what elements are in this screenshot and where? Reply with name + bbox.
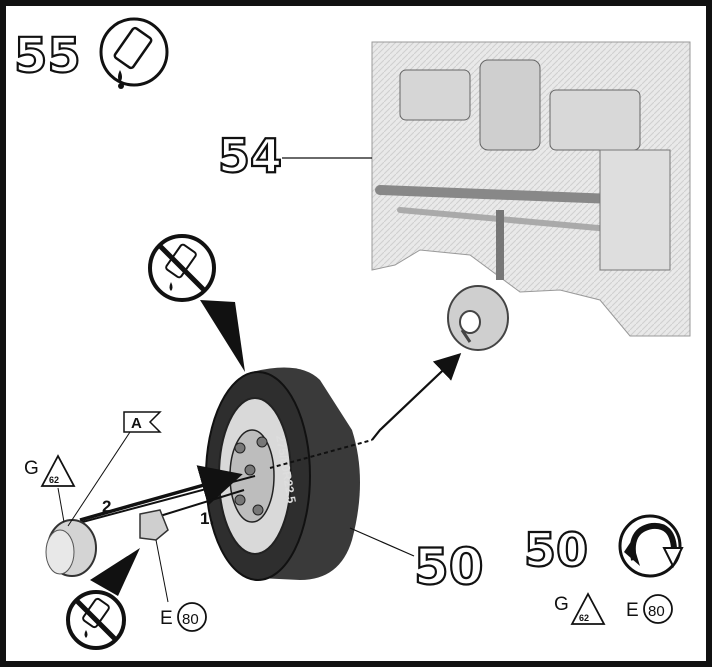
rotate-tighten-icon <box>618 514 684 578</box>
grease-tube-icon <box>99 17 169 89</box>
wheel-leader-line <box>349 527 415 557</box>
arrow-step-1-line <box>159 489 245 517</box>
svg-text:G: G <box>24 458 39 479</box>
detail-box-a: A <box>67 411 162 527</box>
e80-leader <box>155 539 169 603</box>
detail-leader <box>67 431 131 527</box>
svg-text:E: E <box>160 608 173 629</box>
bottom-ref-e80: E 80 <box>626 594 673 624</box>
wheel-callout: 50 <box>414 538 484 596</box>
svg-text:E: E <box>626 600 639 621</box>
lubricant-ref-g62: G 62 <box>24 454 76 523</box>
g62-leader <box>57 487 65 523</box>
svg-text:80: 80 <box>182 611 199 628</box>
wheel: 275/80R22.5 <box>205 367 360 581</box>
svg-text:62: 62 <box>579 613 589 623</box>
no-grease-icon-bottom <box>66 548 140 650</box>
svg-text:G: G <box>554 594 569 615</box>
arrow-step-2 <box>79 465 243 522</box>
hub-nut <box>139 509 169 541</box>
engine-block <box>371 41 691 351</box>
arrow-to-hub <box>371 352 462 441</box>
sequence-label-2: 2. <box>102 497 116 516</box>
svg-text:62: 62 <box>49 475 59 485</box>
engine-callout: 54 <box>218 129 282 183</box>
step-number: 55 <box>14 28 81 84</box>
sequence-label-1: 1. <box>200 509 214 528</box>
bottom-ref-g62: G 62 <box>554 592 606 625</box>
axis-dashed <box>269 439 373 469</box>
lubricant-ref-e80: E 80 <box>155 539 207 632</box>
tightening-ref-number: 50 <box>524 523 588 577</box>
svg-text:A: A <box>131 415 142 432</box>
no-grease-icon <box>148 234 245 372</box>
svg-text:80: 80 <box>648 603 665 620</box>
hub-cap <box>45 519 97 577</box>
